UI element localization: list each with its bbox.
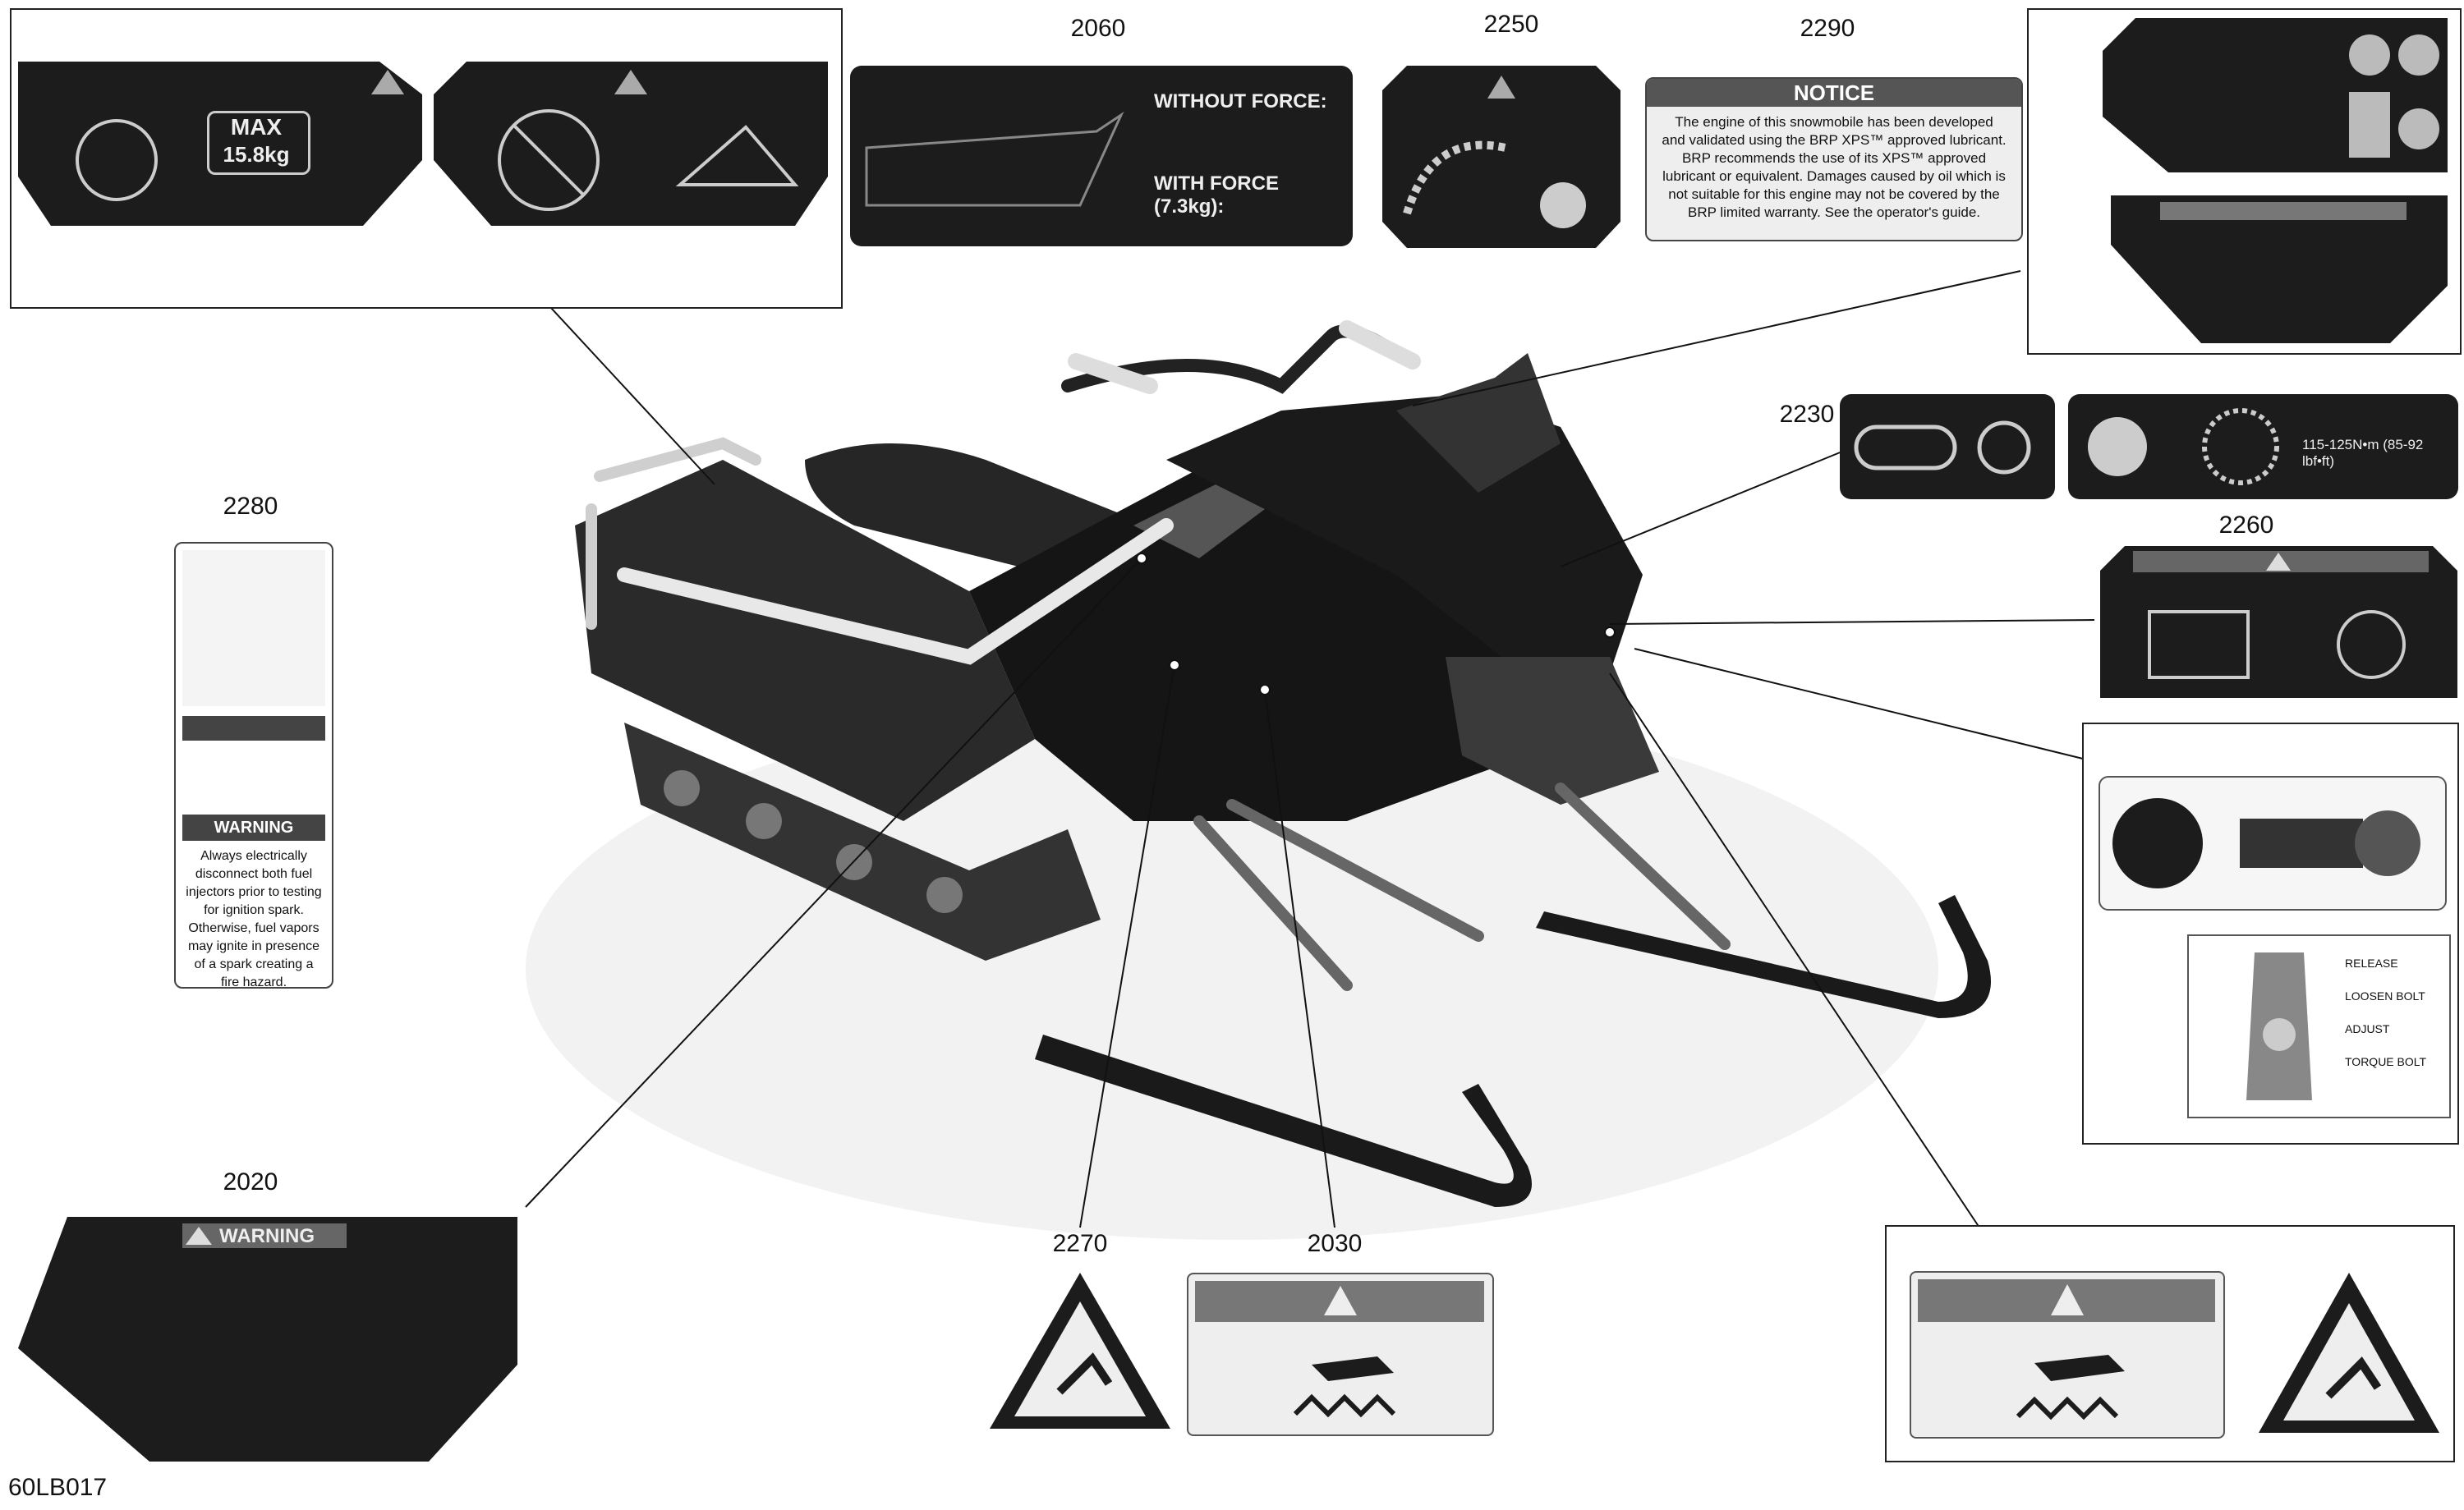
hot-surface-icon-right — [1918, 1279, 2215, 1421]
crush-hazard-triangle-icon-right — [2259, 1273, 2439, 1433]
callout-2060: 2060 — [1070, 15, 1126, 42]
decal-2080-shape — [18, 62, 422, 226]
adjust-step-3: ADJUST — [2345, 1022, 2390, 1035]
sprocket-illustration — [2088, 408, 2279, 485]
max-weight-value: 15.8kg — [223, 142, 290, 167]
callout-2020-bottom: 2020 — [223, 1168, 278, 1196]
decal-2230-right: 115-125N•m (85-92 lbf•ft) — [2068, 394, 2458, 499]
adjust-step-4: TORQUE BOLT — [2345, 1055, 2427, 1068]
snowmobile-illustration — [526, 320, 1991, 1240]
decal-2260 — [2100, 546, 2457, 698]
max-weight-box — [207, 111, 310, 175]
decal-2090-shape — [434, 62, 828, 226]
decal-2020-bottom-shape — [18, 1217, 517, 1462]
decal-2270-right — [2255, 1269, 2443, 1437]
decal-2060: WITHOUT FORCE: WITH FORCE (7.3kg): — [850, 66, 1353, 246]
decal-2280: WARNING Always electrically disconnect b… — [174, 542, 333, 989]
decal-2250 — [1382, 66, 1620, 248]
adjust-step-1: RELEASE — [2345, 957, 2398, 970]
decal-2020-bottom-warning: WARNING — [219, 1225, 315, 1247]
decal-2260-shape — [2100, 546, 2457, 698]
torque-spec: 115-125N•m (85-92 lbf•ft) — [2302, 437, 2424, 469]
decal-2280-warning-bar: WARNING — [182, 815, 325, 841]
decal-2035-shape — [2112, 798, 2420, 888]
decal-2020-upper-shape — [2103, 18, 2448, 172]
callout-2250: 2250 — [1483, 11, 1539, 38]
decal-2030-right — [1910, 1271, 2225, 1439]
callout-2030-center: 2030 — [1307, 1230, 1363, 1257]
decal-2090 — [434, 62, 828, 226]
decal-2030-center — [1187, 1273, 1494, 1436]
callout-2260: 2260 — [2218, 512, 2274, 539]
hot-surface-icon — [1195, 1281, 1484, 1418]
decal-2035 — [2099, 776, 2447, 911]
decal-2290: NOTICE The engine of this snowmobile has… — [1645, 77, 2023, 241]
ski-measure-illustration — [865, 111, 1124, 207]
leader-lines — [525, 270, 2095, 1228]
decal-2080: MAX 15.8kg — [18, 62, 422, 226]
notice-header: NOTICE — [1647, 79, 2021, 107]
decal-2250-shape — [1382, 66, 1620, 248]
adjust-step-2: LOOSEN BOLT — [2345, 989, 2425, 1003]
decal-2230-left — [1840, 394, 2055, 499]
decal-2020-top-lower — [2111, 195, 2448, 343]
callout-2280: 2280 — [223, 493, 278, 520]
notice-body: The engine of this snowmobile has been d… — [1662, 114, 2007, 220]
callout-2230: 2230 — [1779, 401, 1835, 428]
crush-hazard-triangle-icon — [990, 1273, 1170, 1429]
decal-2300: RELEASE LOOSEN BOLT ADJUST TORQUE BOLT — [2187, 934, 2451, 1118]
callout-2290: 2290 — [1800, 15, 1855, 42]
decal-2280-body: Always electrically disconnect both fuel… — [186, 849, 322, 989]
callout-2270-center: 2270 — [1052, 1230, 1108, 1257]
adjuster-illustration — [2246, 952, 2312, 1100]
decal-2280-warning-bar-flipped — [182, 716, 325, 741]
decal-2020-top-upper — [2103, 18, 2448, 172]
decal-2020-lower-shape — [2111, 195, 2448, 343]
without-force-label: WITHOUT FORCE: — [1154, 90, 1327, 112]
belt-illustration — [1854, 420, 2031, 475]
decal-2280-flipped-panel — [182, 550, 325, 706]
max-label: MAX — [230, 114, 283, 140]
figure-id: 60LB017 — [8, 1474, 108, 1501]
decal-2270-center — [986, 1269, 1175, 1433]
decal-2020-bottom: WARNING — [18, 1217, 517, 1462]
with-force-label: WITH FORCE (7.3kg): — [1154, 172, 1279, 218]
